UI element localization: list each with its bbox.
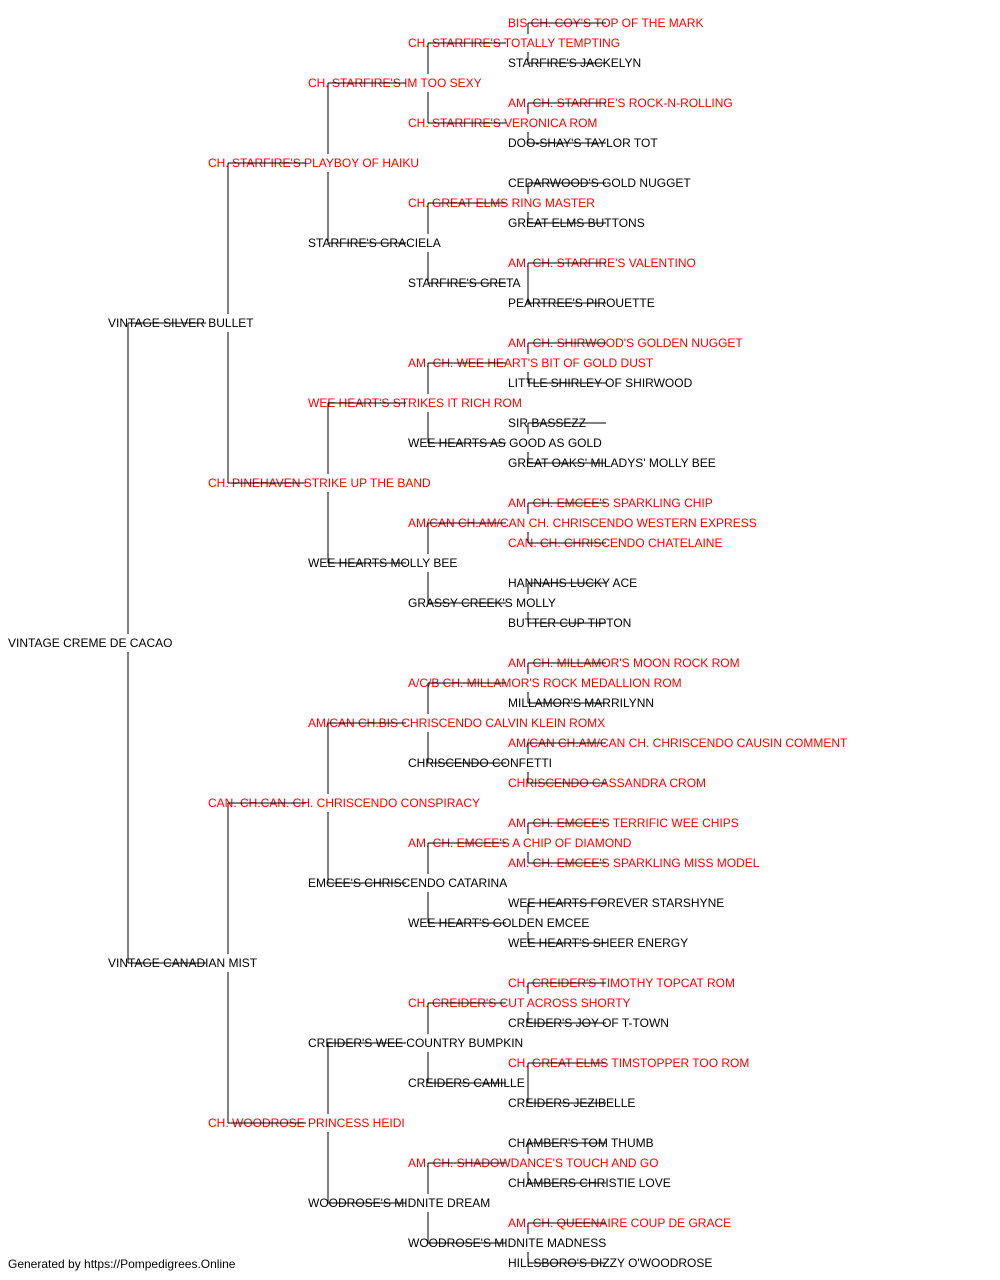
pedigree-name: VINTAGE CREME DE CACAO: [8, 636, 172, 650]
pedigree-name-dam-dam-sire-dam-sire: CH. GREAT ELMS TIMSTOPPER TOO ROM: [508, 1056, 749, 1070]
pedigree-name-sire-dam-sire: WEE HEART'S STRIKES IT RICH ROM: [308, 396, 522, 410]
pedigree-name-sire-dam-dam-sire-dam: CAN. CH. CHRISCENDO CHATELAINE: [508, 536, 722, 550]
pedigree-name-dam-dam-sire-sire-sire: CH. CREIDER'S TIMOTHY TOPCAT ROM: [508, 976, 735, 990]
pedigree-name-dam-sire-dam-sire-sire: AM. CH. EMCEE'S TERRIFIC WEE CHIPS: [508, 816, 739, 830]
pedigree-name-sire-sire: CH. STARFIRE'S PLAYBOY OF HAIKU: [208, 156, 419, 170]
pedigree-name-dam-sire: CAN. CH.CAN. CH. CHRISCENDO CONSPIRACY: [208, 796, 480, 810]
pedigree-name-sire-sire-sire-sire: CH. STARFIRE'S TOTALLY TEMPTING: [408, 36, 620, 50]
pedigree-name-dam-sire-sire-dam-sire: AM/CAN CH.AM/CAN CH. CHRISCENDO CAUSIN C…: [508, 736, 848, 750]
pedigree-name-dam-sire-sire-dam-dam: CHRISCENDO CASSANDRA CROM: [508, 776, 706, 790]
pedigree-name-dam-sire-dam-sire: AM. CH. EMCEE'S A CHIP OF DIAMOND: [408, 836, 632, 850]
pedigree-name-dam-sire-sire-sire: A/C/B CH. MILLAMOR'S ROCK MEDALLION ROM: [408, 676, 682, 690]
pedigree-name-sire-dam-dam-sire: AM/CAN CH.AM/CAN CH. CHRISCENDO WESTERN …: [408, 516, 757, 530]
pedigree-name-dam-dam-sire: CREIDER'S WEE COUNTRY BUMPKIN: [308, 1036, 523, 1050]
generated-by-footer: Generated by https://Pompedigrees.Online: [8, 1257, 236, 1271]
pedigree-name-sire-dam-sire-dam-dam: GREAT OAKS' MILADYS' MOLLY BEE: [508, 456, 716, 470]
pedigree-name-dam-dam: CH. WOODROSE PRINCESS HEIDI: [208, 1116, 405, 1130]
pedigree-name-dam-dam-dam-dam-sire: AM. CH. QUEENAIRE COUP DE GRACE: [508, 1216, 731, 1230]
pedigree-name-sire-dam-sire-sire: AM. CH. WEE HEART'S BIT OF GOLD DUST: [408, 356, 654, 370]
pedigree-name-sire-dam: CH. PINEHAVEN STRIKE UP THE BAND: [208, 476, 431, 490]
pedigree-name-sire-dam-dam-sire-sire: AM. CH. EMCEE'S SPARKLING CHIP: [508, 496, 713, 510]
pedigree-name-sire-dam-sire-sire-sire: AM. CH. SHIRWOOD'S GOLDEN NUGGET: [508, 336, 743, 350]
pedigree-name-dam-dam-dam-dam: WOODROSE'S MIDNITE MADNESS: [408, 1236, 606, 1250]
pedigree-name-dam-sire-dam-dam-sire: WEE HEARTS FOREVER STARSHYNE: [508, 896, 724, 910]
pedigree-name-dam-sire-dam: EMCEE'S CHRISCENDO CATARINA: [308, 876, 507, 890]
pedigree-name-dam-dam-dam-dam-dam: HILLSBORO'S DIZZY O'WOODROSE: [508, 1256, 712, 1270]
pedigree-name-sire-sire-sire-dam-sire: AM. CH. STARFIRE'S ROCK-N-ROLLING: [508, 96, 733, 110]
pedigree-name-dam-sire-dam-sire-dam: AM. CH. EMCEE'S SPARKLING MISS MODEL: [508, 856, 760, 870]
pedigree-name-dam-sire-sire: AM/CAN CH.BIS CHRISCENDO CALVIN KLEIN RO…: [308, 716, 605, 730]
pedigree-name-dam-dam-sire-sire: CH. CREIDER'S CUT ACROSS SHORTY: [408, 996, 631, 1010]
pedigree-name-dam-dam-dam-sire: AM. CH. SHADOWDANCE'S TOUCH AND GO: [408, 1156, 659, 1170]
pedigree-name-dam-sire-sire-sire-sire: AM. CH. MILLAMOR'S MOON ROCK ROM: [508, 656, 740, 670]
